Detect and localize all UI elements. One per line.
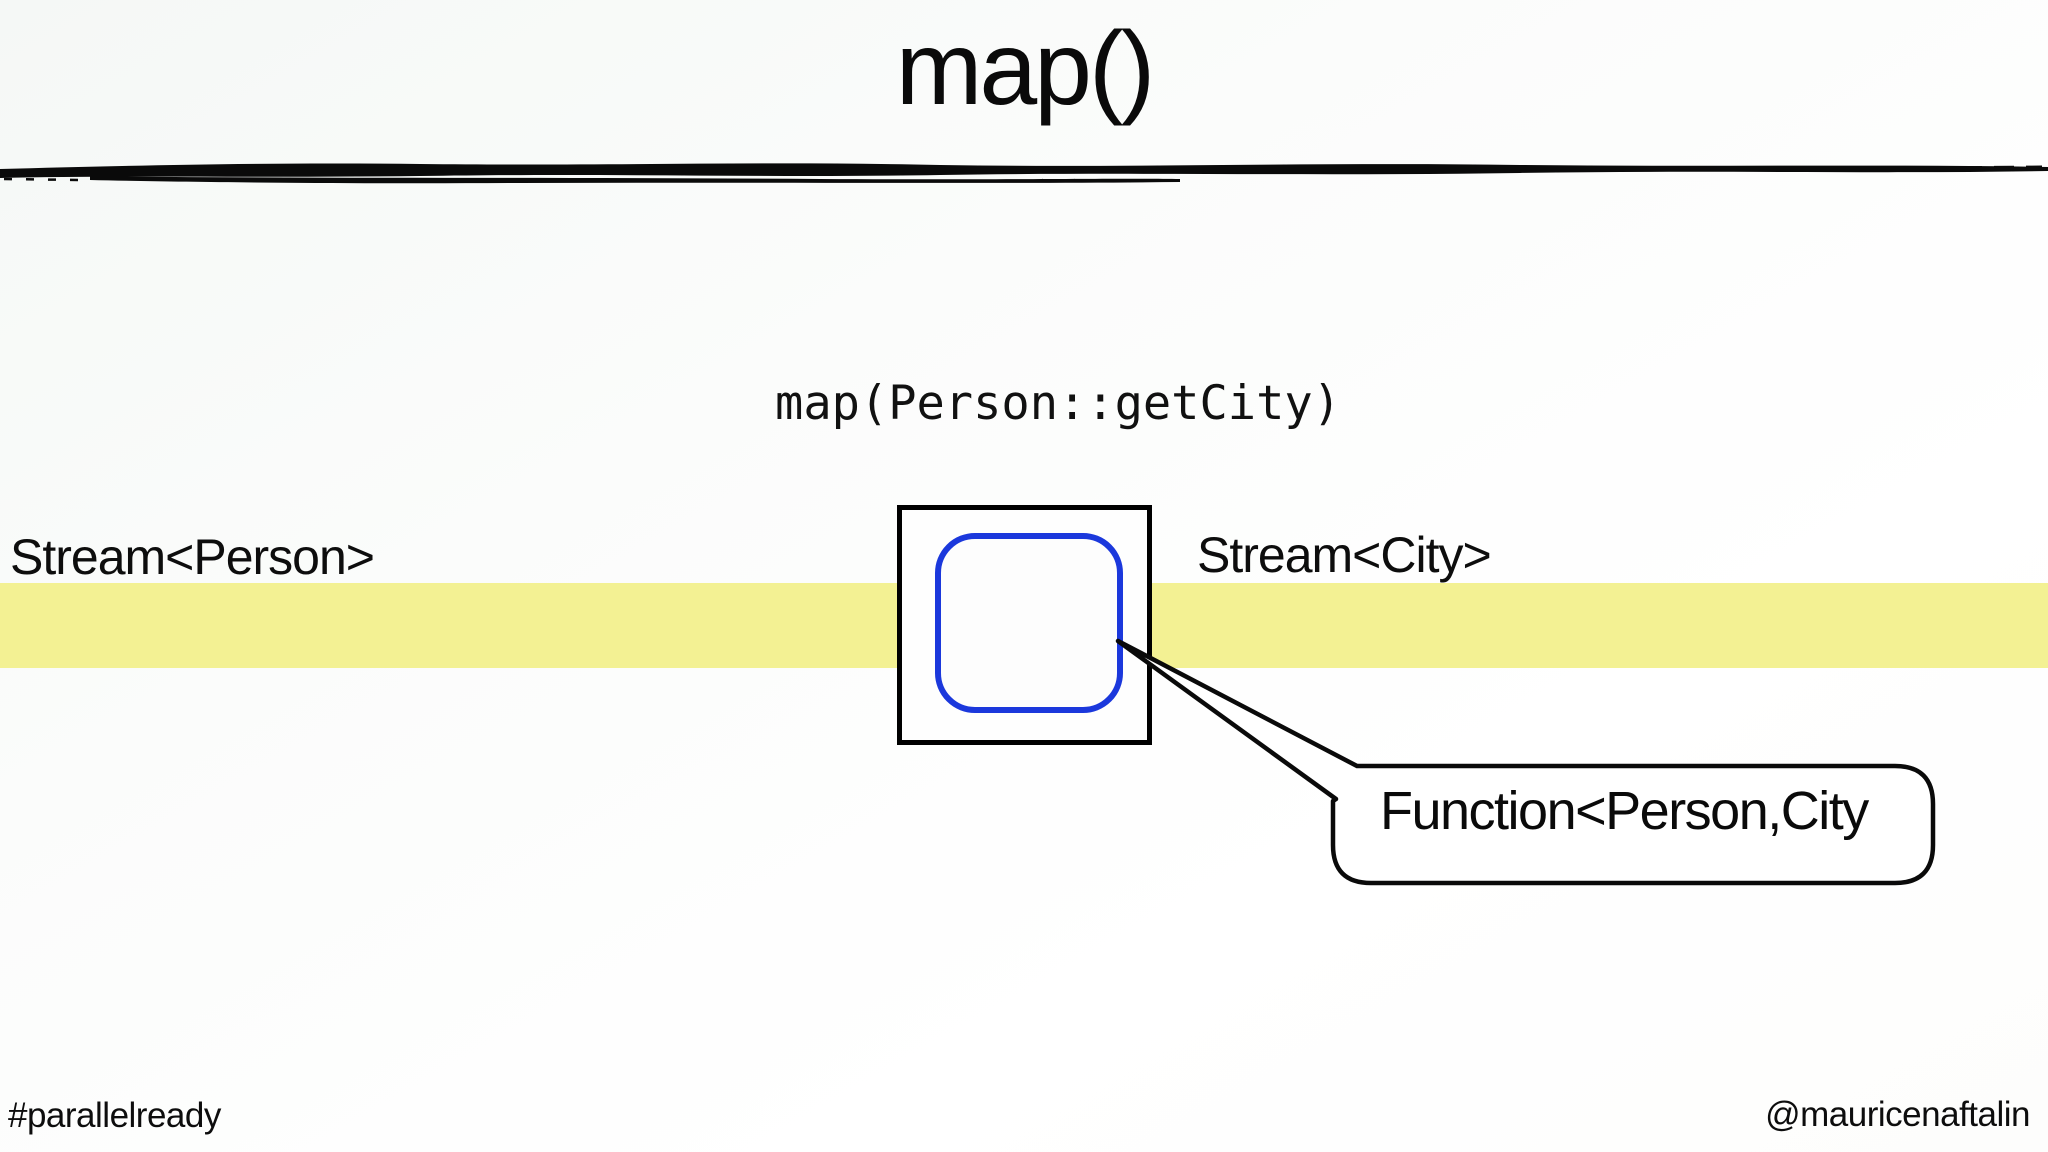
input-stream-label: Stream<Person>: [10, 529, 375, 585]
slide-title: map(): [895, 11, 1156, 127]
callout-label: Function<Person,City: [1380, 781, 1869, 841]
output-stream-label: Stream<City>: [1197, 527, 1492, 583]
hand-drawn-divider: [0, 163, 2048, 184]
map-operation-box: [897, 505, 1152, 745]
map-method-code-label: map(Person::getCity): [775, 376, 1341, 431]
function-square: [935, 533, 1123, 713]
hashtag-footer: #parallelready: [8, 1096, 221, 1135]
twitter-handle-footer: @mauricenaftalin: [1765, 1095, 2030, 1134]
